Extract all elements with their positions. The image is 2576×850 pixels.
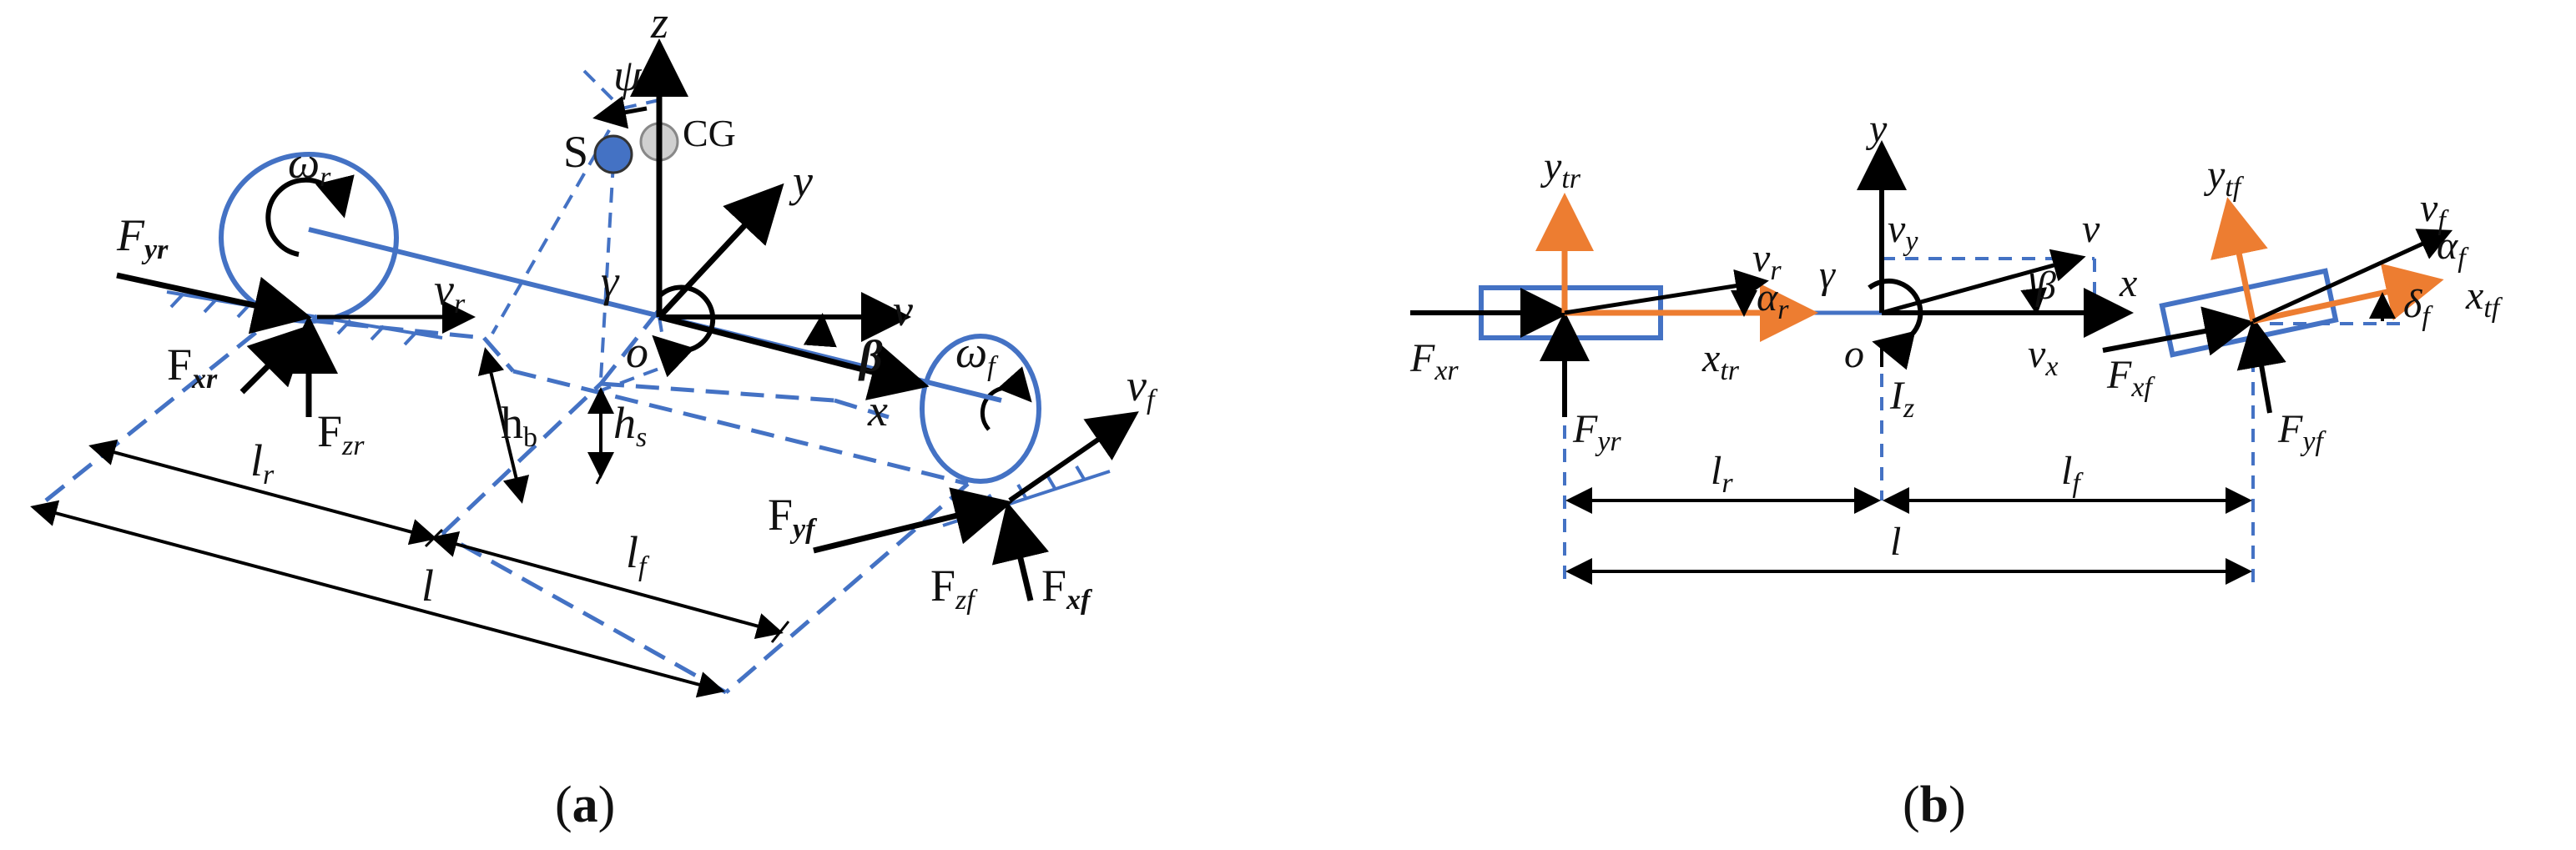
f-xr-label-b: Fxr <box>1409 336 1459 386</box>
y-tr-label: ytr <box>1540 144 1581 194</box>
f-xf-label: Fxf <box>1041 561 1093 616</box>
o-label-b: o <box>1844 332 1864 376</box>
v-x-label: vx <box>2028 332 2058 382</box>
v-label-b: v <box>2082 207 2100 251</box>
l-r-label-b: lr <box>1711 449 1733 499</box>
v-arrow-b <box>1881 249 2086 315</box>
y-tf-label: ytf <box>2203 153 2245 203</box>
x-label-b: x <box>2119 261 2137 305</box>
l-f-dimension <box>431 531 784 640</box>
front-wheel <box>920 334 1041 484</box>
v-f-arrow-b <box>2251 229 2453 324</box>
x-tr-label: xtr <box>1701 336 1740 386</box>
l-r-label: lr <box>250 435 275 490</box>
i-z-label: Iz <box>1889 374 1914 424</box>
front-ground-hatch <box>942 465 1111 527</box>
v-f-arrow <box>1008 411 1139 503</box>
h-s-label: hs <box>613 398 647 453</box>
f-yf-label-b: Fyf <box>2277 407 2326 457</box>
alpha-r-label: αr <box>1757 275 1789 325</box>
f-yr-label-b: Fyr <box>1572 407 1621 457</box>
gamma-label: γ <box>601 256 620 306</box>
l-f-label-b: lf <box>2061 449 2084 499</box>
o-label: o <box>626 327 648 377</box>
panel-a-3d-vehicle-model: z ψ S CG y γ o v β x ωr ωf Fyr Fxr Fzr v… <box>30 0 1158 833</box>
v-label: v <box>893 285 913 335</box>
alpha-f-label: αf <box>2437 224 2469 274</box>
l-dimension <box>30 500 725 698</box>
f-xf-label-b: Fxf <box>2106 353 2155 403</box>
gamma-yaw-arrow <box>652 284 716 378</box>
f-zf-label: Fzf <box>930 561 978 616</box>
f-yf-arrow-b <box>2236 317 2286 414</box>
omega-f-label: ωf <box>955 327 999 382</box>
caption-a: (a) <box>555 777 615 833</box>
f-yr-label: Fyr <box>116 210 169 265</box>
l-f-label: lf <box>626 527 650 582</box>
h-b-dimension <box>477 347 530 504</box>
beta-arc <box>803 313 837 348</box>
y-tf-arrow <box>2211 197 2268 322</box>
s-label: S <box>563 127 588 177</box>
v-r-label-b: vr <box>1752 236 1782 286</box>
l-label-b: l <box>1890 520 1901 564</box>
gamma-yaw-arrow-b <box>1868 278 1923 370</box>
reference-dashed-lines <box>1563 257 2403 584</box>
psi-arrow <box>592 95 648 129</box>
f-yr-arrow <box>116 272 312 334</box>
delta-f-label: δf <box>2403 282 2433 332</box>
y-axis-arrow <box>657 183 784 319</box>
y-label-b: y <box>1865 107 1888 151</box>
f-xr-arrow <box>239 325 309 395</box>
f-yf-arrow <box>813 487 1013 554</box>
omega-r-rotation-arrow <box>265 174 355 257</box>
l-label: l <box>421 561 434 611</box>
f-zr-label: Fzr <box>317 406 365 461</box>
f-yf-label: Fyf <box>768 490 818 545</box>
x-axis-arrow <box>658 314 930 400</box>
omega-f-rotation-arrow <box>980 366 1032 431</box>
z-label: z <box>650 0 668 48</box>
y-label: y <box>789 156 813 206</box>
s-point <box>593 134 633 174</box>
x-tf-arrow <box>2252 263 2444 324</box>
f-xf-arrow <box>991 501 1050 601</box>
gamma-label-b: γ <box>1819 253 1836 297</box>
panel-b-bicycle-model: y x v β γ o vy vx Iz ytr xtr vr αr Fxr F… <box>1409 107 2503 833</box>
beta-label: β <box>858 331 883 381</box>
f-xr-label: Fxr <box>167 339 218 395</box>
v-y-label: vy <box>1888 207 1918 257</box>
f-xf-arrow-b <box>2102 306 2255 356</box>
x-label: x <box>867 385 888 435</box>
cg-label: CG <box>683 112 736 154</box>
x-tf-label: xtf <box>2465 274 2503 324</box>
psi-label: ψ <box>613 50 643 100</box>
v-r-arrow-b <box>1564 269 1769 315</box>
caption-b: (b) <box>1903 777 1966 833</box>
omega-r-label: ωr <box>288 138 331 193</box>
v-f-label: vf <box>1127 360 1158 415</box>
v-r-label: vr <box>434 264 466 319</box>
h-b-label: hb <box>501 398 537 453</box>
beta-label-b: β <box>2035 264 2056 308</box>
